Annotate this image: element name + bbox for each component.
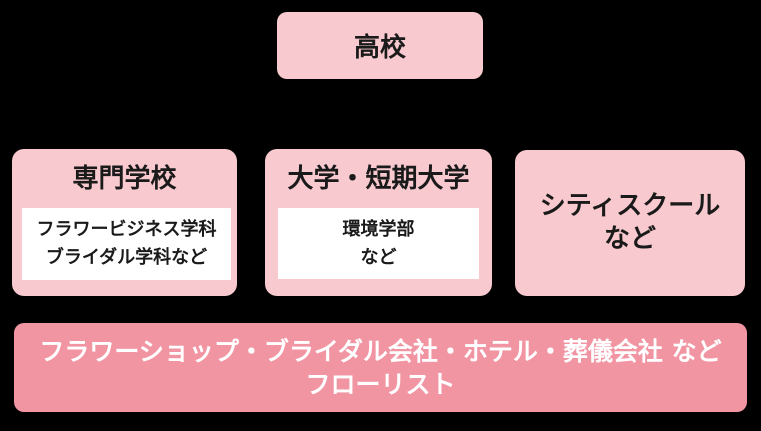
career-destinations-bar: フラワーショップ・ブライダル会社・ホテル・葬儀会社 など フローリスト bbox=[14, 323, 747, 412]
university-title: 大学・短期大学 bbox=[287, 164, 470, 194]
university-departments-panel: 環境学部 など bbox=[278, 208, 479, 279]
city-school-title: シティスクール など bbox=[540, 190, 720, 256]
city-school-box: シティスクール など bbox=[515, 150, 745, 296]
department-line: 環境学部 bbox=[342, 218, 415, 240]
vocational-school-box: 専門学校 フラワービジネス学科 ブライダル学科など bbox=[12, 149, 237, 296]
city-school-title-line: シティスクール bbox=[539, 191, 721, 221]
department-line: など bbox=[360, 246, 397, 268]
highschool-label: 高校 bbox=[353, 33, 406, 63]
department-line: フラワービジネス学科 bbox=[36, 219, 217, 240]
university-box: 大学・短期大学 環境学部 など bbox=[265, 149, 492, 296]
highschool-box: 高校 bbox=[277, 12, 483, 79]
department-line: ブライダル学科など bbox=[45, 247, 208, 268]
city-school-title-line: など bbox=[603, 224, 656, 254]
career-line: フローリスト bbox=[305, 369, 456, 399]
vocational-school-departments-panel: フラワービジネス学科 ブライダル学科など bbox=[22, 208, 231, 280]
career-line: フラワーショップ・ブライダル会社・ホテル・葬儀会社 など bbox=[39, 336, 722, 366]
vocational-school-title: 専門学校 bbox=[72, 164, 177, 194]
